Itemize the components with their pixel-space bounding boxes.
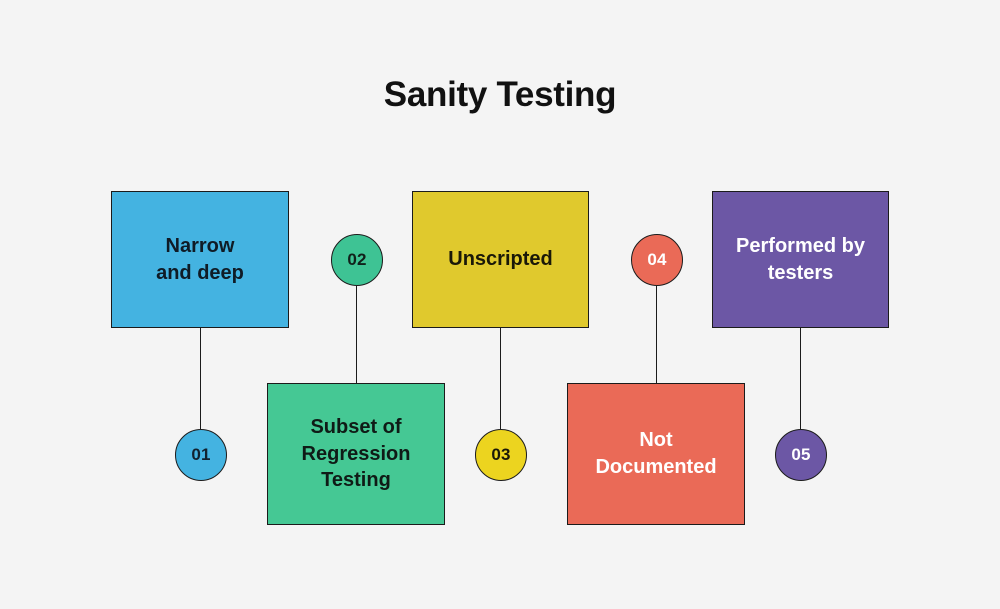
step-number-circle-4[interactable]: 04 (631, 234, 683, 286)
concept-box-1[interactable]: Narrow and deep (111, 191, 289, 328)
step-number-circle-1[interactable]: 01 (175, 429, 227, 481)
connector-line-4 (656, 286, 658, 383)
concept-box-4[interactable]: Not Documented (567, 383, 745, 525)
step-number-circle-2[interactable]: 02 (331, 234, 383, 286)
connector-line-5 (800, 328, 802, 429)
concept-box-2[interactable]: Subset of Regression Testing (267, 383, 445, 525)
page-title: Sanity Testing (383, 75, 617, 114)
connector-line-2 (356, 286, 358, 383)
step-number-circle-5[interactable]: 05 (775, 429, 827, 481)
concept-box-5[interactable]: Performed by testers (712, 191, 889, 328)
connector-line-3 (500, 328, 502, 429)
step-number-circle-3[interactable]: 03 (475, 429, 527, 481)
connector-line-1 (200, 328, 202, 429)
concept-box-3[interactable]: Unscripted (412, 191, 589, 328)
